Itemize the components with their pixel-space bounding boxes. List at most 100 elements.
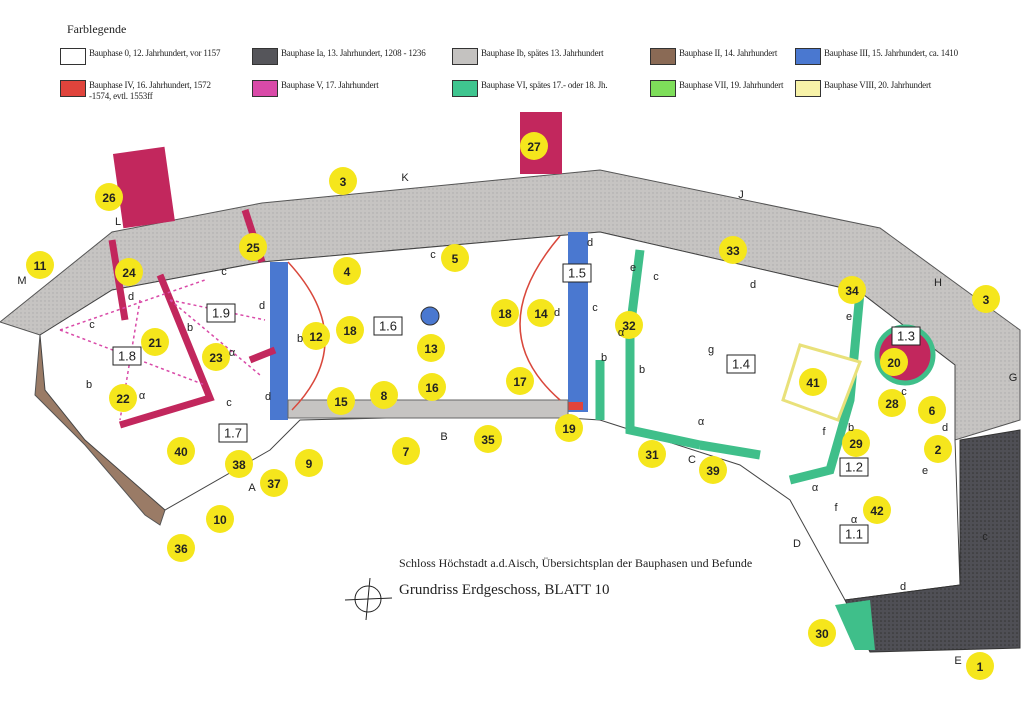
legend-swatch xyxy=(60,48,86,65)
room-number: 1.4 xyxy=(732,357,750,372)
wall-letter: d xyxy=(900,581,906,593)
facade-letter: J xyxy=(738,189,744,201)
finding-marker-31 xyxy=(638,440,666,468)
finding-marker-label: 31 xyxy=(645,448,659,462)
wall-letter: b xyxy=(601,352,607,364)
finding-marker-label: 7 xyxy=(403,445,410,459)
wall-letter: e xyxy=(922,465,928,477)
wall-letter: b xyxy=(639,364,645,376)
legend-swatch xyxy=(650,80,676,97)
finding-marker-label: 37 xyxy=(267,477,281,491)
finding-marker-label: 29 xyxy=(849,437,863,451)
finding-marker-label: 30 xyxy=(815,627,829,641)
wall-letter: b xyxy=(848,422,854,434)
wall-phase-iii-west xyxy=(270,262,288,420)
finding-marker-label: 4 xyxy=(344,265,351,279)
finding-marker-41 xyxy=(799,368,827,396)
wall-red-19 xyxy=(555,402,583,410)
finding-marker-12 xyxy=(302,322,330,350)
room-number: 1.5 xyxy=(568,266,586,281)
finding-marker-36 xyxy=(167,534,195,562)
facade-letter: D xyxy=(793,538,801,550)
finding-marker-10 xyxy=(206,505,234,533)
legend-swatch xyxy=(795,48,821,65)
finding-marker-label: 3 xyxy=(340,175,347,189)
wall-phase-ia-east xyxy=(844,429,1021,653)
wall-letter: b xyxy=(187,322,193,334)
legend-label: Bauphase VI, spätes 17.- oder 18. Jh. xyxy=(481,80,608,90)
legend-label: Bauphase Ia, 13. Jahrhundert, 1208 - 123… xyxy=(281,48,426,58)
wall-phase-vi-room-1-4 xyxy=(595,249,865,485)
legend-item: Bauphase VI, spätes 17.- oder 18. Jh. xyxy=(452,80,608,97)
finding-marker-26 xyxy=(95,183,123,211)
finding-marker-label: 40 xyxy=(174,445,188,459)
finding-marker-22 xyxy=(109,384,137,412)
wall-letter: d xyxy=(128,291,134,303)
room-number-box xyxy=(839,524,869,544)
legend-swatch xyxy=(650,48,676,65)
finding-marker-label: 33 xyxy=(726,244,740,258)
finding-marker-38 xyxy=(225,450,253,478)
finding-marker-label: 28 xyxy=(885,397,899,411)
finding-marker-16 xyxy=(418,373,446,401)
finding-marker-label: 27 xyxy=(527,140,541,154)
finding-marker-17 xyxy=(506,367,534,395)
finding-marker-label: 19 xyxy=(562,422,576,436)
finding-marker-label: 36 xyxy=(174,542,188,556)
wall-letter: α xyxy=(812,482,819,494)
finding-marker-15 xyxy=(327,387,355,415)
finding-marker-7 xyxy=(392,437,420,465)
legend-item: Bauphase Ib, spätes 13. Jahrhundert xyxy=(452,48,604,65)
legend-swatch xyxy=(795,80,821,97)
facade-letter: M xyxy=(17,275,26,287)
finding-marker-32 xyxy=(615,311,643,339)
wall-letter: c xyxy=(226,397,232,409)
room-number: 1.3 xyxy=(897,329,915,344)
finding-marker-label: 5 xyxy=(452,252,459,266)
finding-marker-label: 21 xyxy=(148,336,162,350)
room-number: 1.1 xyxy=(845,527,863,542)
finding-marker-27 xyxy=(520,132,548,160)
north-arrow-icon xyxy=(344,577,393,621)
wall-letter: b xyxy=(86,379,92,391)
finding-marker-33 xyxy=(719,236,747,264)
finding-marker-23 xyxy=(202,343,230,371)
finding-marker-24 xyxy=(115,258,143,286)
room-number-box xyxy=(562,263,592,283)
wall-letter: c xyxy=(430,249,436,261)
legend-label: Bauphase VIII, 20. Jahrhundert xyxy=(824,80,932,90)
legend-label: Bauphase IV, 16. Jahrhundert, 1572 -1574… xyxy=(89,80,211,101)
wall-letter: α xyxy=(139,390,146,402)
finding-marker-label: 9 xyxy=(306,457,313,471)
finding-marker-label: 25 xyxy=(246,241,260,255)
finding-marker-label: 41 xyxy=(806,376,820,390)
finding-marker-11 xyxy=(26,251,54,279)
legend-label: Bauphase VII, 19. Jahrhundert xyxy=(679,80,784,90)
wall-letter: d xyxy=(554,307,560,319)
wall-letter: c xyxy=(592,302,598,314)
wall-letter: c xyxy=(221,266,227,278)
facade-letter: A xyxy=(248,482,256,494)
finding-marker-label: 22 xyxy=(116,392,130,406)
legend-label: Bauphase III, 15. Jahrhundert, ca. 1410 xyxy=(824,48,958,58)
legend-item: Bauphase V, 17. Jahrhundert xyxy=(252,80,379,97)
legend-swatch xyxy=(452,80,478,97)
finding-marker-42 xyxy=(863,496,891,524)
finding-marker-5 xyxy=(441,244,469,272)
finding-marker-label: 32 xyxy=(622,319,636,333)
wall-letter: d xyxy=(265,391,271,403)
room-number: 1.8 xyxy=(118,349,136,364)
finding-marker-3 xyxy=(329,167,357,195)
room-number-box xyxy=(218,423,248,443)
finding-marker-18 xyxy=(491,299,519,327)
finding-marker-14 xyxy=(527,299,555,327)
wall-phase-iii-east xyxy=(568,232,588,412)
finding-marker-34 xyxy=(838,276,866,304)
wall-letter: e xyxy=(630,262,636,274)
column xyxy=(420,306,440,326)
room-number: 1.2 xyxy=(845,460,863,475)
legend-swatch xyxy=(452,48,478,65)
finding-marker-label: 23 xyxy=(209,351,223,365)
finding-marker-label: 35 xyxy=(481,433,495,447)
finding-marker-label: 42 xyxy=(870,504,884,518)
